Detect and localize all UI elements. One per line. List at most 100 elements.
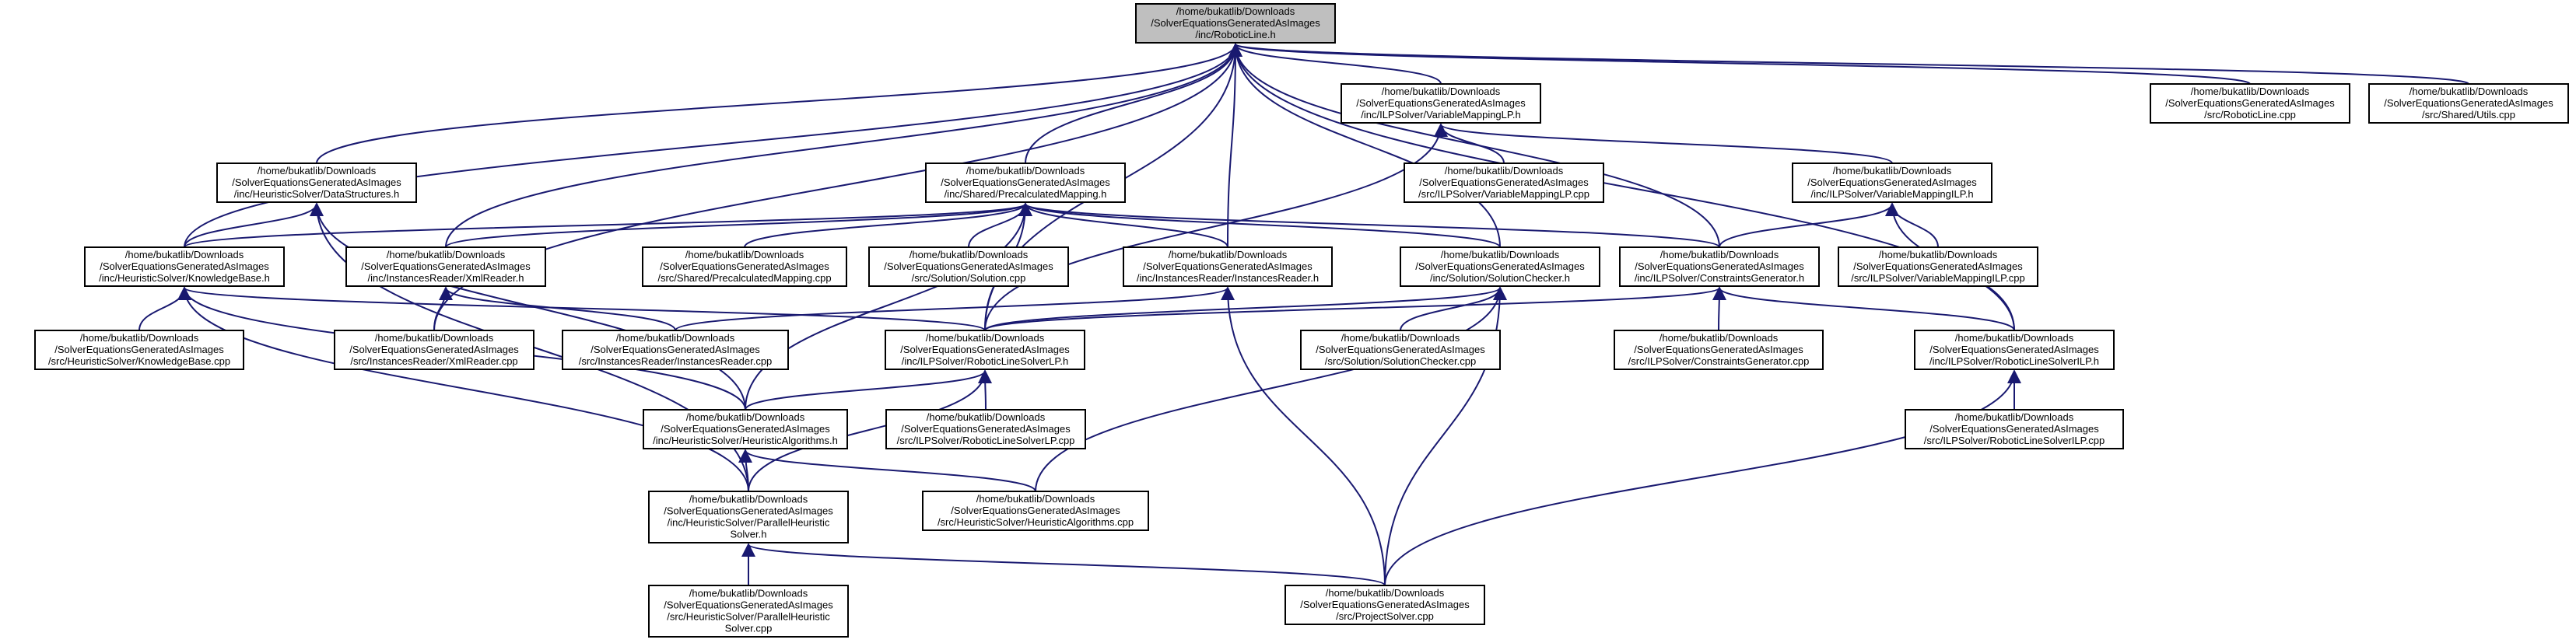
node-box [84,246,285,287]
node-label-line: /src/ILPSolver/ConstraintsGenerator.cpp [1628,355,1810,367]
edge-robotic-line-cpp-to-robotic-line-h [1228,43,2251,85]
node-label-line: /SolverEquationsGeneratedAsImages [1419,176,1589,188]
edge-project-cpp-to-parheur-h [741,543,1386,586]
node-label-line: /src/Solution/SolutionChecker.cpp [1325,355,1476,367]
node-label-line: /inc/HeuristicSolver/HeuristicAlgorithms… [653,435,838,446]
edge-constrgen-h-to-varmap-ilp-h [1719,202,1899,248]
node-utils-cpp[interactable]: /home/bukatlib/Downloads/SolverEquations… [2368,83,2569,124]
node-box [648,585,849,638]
node-robotic-line-h[interactable]: /home/bukatlib/Downloads/SolverEquations… [1135,3,1336,44]
node-parheur-cpp[interactable]: /home/bukatlib/Downloads/SolverEquations… [648,585,849,638]
node-label-line: /src/RoboticLine.cpp [2204,109,2296,121]
node-instreader-cpp[interactable]: /home/bukatlib/Downloads/SolverEquations… [562,330,789,370]
node-datastructures-h[interactable]: /home/bukatlib/Downloads/SolverEquations… [216,162,417,203]
node-box [1792,162,1992,203]
node-precalc-cpp[interactable]: /home/bukatlib/Downloads/SolverEquations… [642,246,847,287]
node-label-line: /inc/ILPSolver/RoboticLineSolverLP.h [902,355,1068,367]
node-label-line: /inc/ILPSolver/ConstraintsGenerator.h [1635,272,1804,284]
node-rls-lp-h[interactable]: /home/bukatlib/Downloads/SolverEquations… [885,330,1085,370]
node-label-line: /SolverEquationsGeneratedAsImages [1807,176,1977,188]
node-rls-ilp-cpp[interactable]: /home/bukatlib/Downloads/SolverEquations… [1905,409,2124,449]
node-varmap-ilp-h[interactable]: /home/bukatlib/Downloads/SolverEquations… [1792,162,1992,203]
node-label-line: /home/bukatlib/Downloads [686,411,805,423]
node-label-line: Solver.h [731,529,767,540]
node-precalc-h[interactable]: /home/bukatlib/Downloads/SolverEquations… [925,162,1126,203]
node-label-line: /SolverEquationsGeneratedAsImages [884,260,1053,272]
node-label-line: /home/bukatlib/Downloads [1660,332,1779,344]
node-label-line: /home/bukatlib/Downloads [926,332,1045,344]
node-solchecker-cpp[interactable]: /home/bukatlib/Downloads/SolverEquations… [1300,330,1501,370]
node-box [1341,83,1541,124]
edge-xmlreader-h-to-robotic-line-h [445,43,1242,248]
node-instreader-h[interactable]: /home/bukatlib/Downloads/SolverEquations… [1123,246,1333,287]
edge-solchecker-h-to-robotic-line-h [1228,43,1501,248]
node-label-line: /home/bukatlib/Downloads [927,411,1046,423]
node-label-line: /home/bukatlib/Downloads [685,249,804,260]
node-constrgen-h[interactable]: /home/bukatlib/Downloads/SolverEquations… [1619,246,1820,287]
node-solchecker-h[interactable]: /home/bukatlib/Downloads/SolverEquations… [1400,246,1600,287]
edge-knowledgebase-cpp-to-knowledgebase-h [138,286,191,331]
node-label-line: /src/InstancesReader/XmlReader.cpp [350,355,517,367]
edge-utils-cpp-to-robotic-line-h [1229,43,2469,85]
node-label-line: /home/bukatlib/Downloads [1326,587,1445,599]
edge-solchecker-cpp-to-solchecker-h [1400,286,1507,331]
node-box [922,491,1149,531]
node-varmap-ilp-cpp[interactable]: /home/bukatlib/Downloads/SolverEquations… [1838,246,2038,287]
node-rls-ilp-h[interactable]: /home/bukatlib/Downloads/SolverEquations… [1914,330,2115,370]
node-label-line: /inc/InstancesReader/InstancesReader.h [1137,272,1319,284]
node-constrgen-cpp[interactable]: /home/bukatlib/Downloads/SolverEquations… [1614,330,1824,370]
edge-project-cpp-to-rls-ilp-h [1384,369,2021,586]
node-parheur-h[interactable]: /home/bukatlib/Downloads/SolverEquations… [648,491,849,543]
node-label-line: /src/ILPSolver/RoboticLineSolverLP.cpp [897,435,1075,446]
node-varmap-lp-h[interactable]: /home/bukatlib/Downloads/SolverEquations… [1341,83,1541,124]
node-label-line: /home/bukatlib/Downloads [1833,165,1952,176]
node-label-line: /home/bukatlib/Downloads [1341,332,1460,344]
node-label-line: /home/bukatlib/Downloads [976,493,1095,505]
node-knowledgebase-cpp[interactable]: /home/bukatlib/Downloads/SolverEquations… [34,330,244,370]
edge-parheur-h-to-knowledgebase-h [177,286,749,492]
node-project-cpp[interactable]: /home/bukatlib/Downloads/SolverEquations… [1284,585,1485,625]
node-label-line: /home/bukatlib/Downloads [2191,86,2310,97]
node-label-line: /SolverEquationsGeneratedAsImages [1300,599,1470,610]
node-label-line: /home/bukatlib/Downloads [1169,249,1288,260]
node-label-line: /SolverEquationsGeneratedAsImages [591,344,760,355]
node-box [642,246,847,287]
edge-heuralg-h-to-rls-lp-h [745,369,992,411]
node-label-line: /SolverEquationsGeneratedAsImages [664,505,833,517]
node-label-line: /SolverEquationsGeneratedAsImages [54,344,224,355]
node-box [334,330,534,370]
edge-instreader-h-to-precalc-h [1018,202,1228,248]
node-label-line: /home/bukatlib/Downloads [1879,249,1998,260]
node-label-line: /inc/RoboticLine.h [1195,29,1275,40]
node-heuralg-h[interactable]: /home/bukatlib/Downloads/SolverEquations… [643,409,848,449]
node-label-line: /SolverEquationsGeneratedAsImages [1151,17,1320,29]
node-box [1914,330,2115,370]
node-xmlreader-cpp[interactable]: /home/bukatlib/Downloads/SolverEquations… [334,330,534,370]
node-label-line: /SolverEquationsGeneratedAsImages [1356,97,1526,109]
node-varmap-lp-cpp[interactable]: /home/bukatlib/Downloads/SolverEquations… [1404,162,1604,203]
edge-rls-lp-h-to-constrgen-h [984,286,1726,331]
node-label-line: /inc/HeuristicSolver/ParallelHeuristic [668,517,830,529]
node-label-line: /src/InstancesReader/InstancesReader.cpp [579,355,773,367]
node-solution-cpp[interactable]: /home/bukatlib/Downloads/SolverEquations… [868,246,1069,287]
node-label-line: /home/bukatlib/Downloads [1176,5,1295,17]
node-label-line: /inc/ILPSolver/VariableMappingLP.h [1361,109,1520,121]
node-label-line: /home/bukatlib/Downloads [1955,332,2074,344]
node-heuralg-cpp[interactable]: /home/bukatlib/Downloads/SolverEquations… [922,491,1149,531]
node-label-line: /SolverEquationsGeneratedAsImages [901,423,1071,435]
node-label-line: /SolverEquationsGeneratedAsImages [900,344,1070,355]
node-knowledgebase-h[interactable]: /home/bukatlib/Downloads/SolverEquations… [84,246,285,287]
node-box [1300,330,1501,370]
node-label-line: /SolverEquationsGeneratedAsImages [361,260,531,272]
node-box [1123,246,1333,287]
node-label-line: /src/ILPSolver/VariableMappingILP.cpp [1851,272,2025,284]
node-label-line: /SolverEquationsGeneratedAsImages [2165,97,2335,109]
node-rls-lp-cpp[interactable]: /home/bukatlib/Downloads/SolverEquations… [885,409,1086,449]
node-xmlreader-h[interactable]: /home/bukatlib/Downloads/SolverEquations… [345,246,546,287]
node-robotic-line-cpp[interactable]: /home/bukatlib/Downloads/SolverEquations… [2150,83,2350,124]
node-label-line: /src/Shared/PrecalculatedMapping.cpp [657,272,831,284]
node-label-line: /home/bukatlib/Downloads [1445,165,1564,176]
node-label-line: /src/HeuristicSolver/HeuristicAlgorithms… [938,516,1134,528]
edge-heuralg-cpp-to-solchecker-h [1035,286,1507,492]
